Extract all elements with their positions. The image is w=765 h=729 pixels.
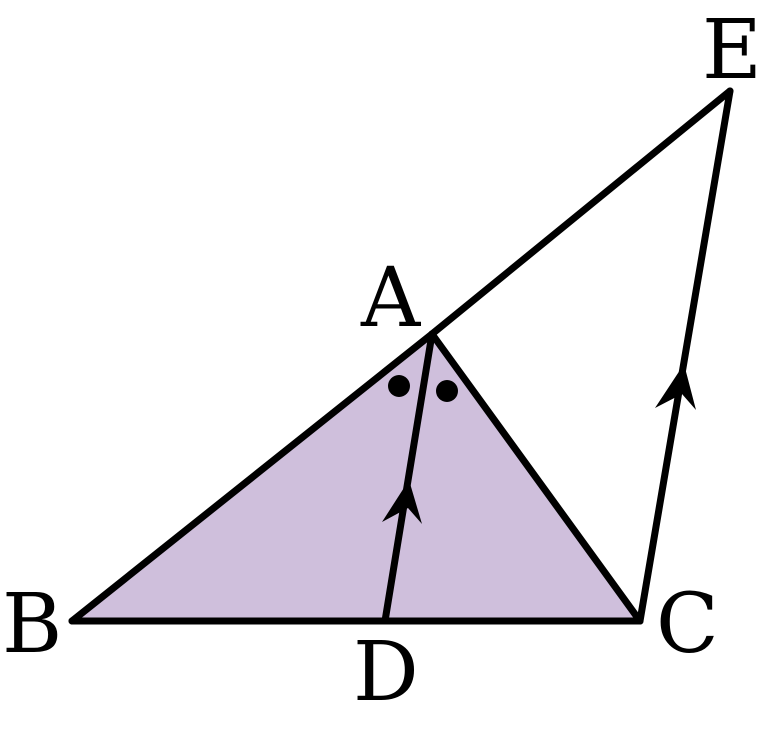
angle-mark-left (388, 375, 410, 397)
segment-ce (636, 87, 734, 625)
parallel-arrow-ce (655, 364, 696, 410)
parallel-arrow-ad (382, 480, 422, 524)
segment-ae (428, 87, 734, 338)
label-e: E (702, 3, 762, 98)
label-a: A (360, 251, 422, 346)
label-c: C (656, 577, 719, 672)
segment-ab (68, 330, 436, 625)
label-d: D (353, 625, 419, 720)
segment-ad (381, 330, 436, 625)
segment-ac (428, 330, 644, 625)
triangle-abc-fill (72, 334, 640, 621)
angle-mark-right (436, 380, 458, 402)
label-b: B (2, 577, 62, 672)
